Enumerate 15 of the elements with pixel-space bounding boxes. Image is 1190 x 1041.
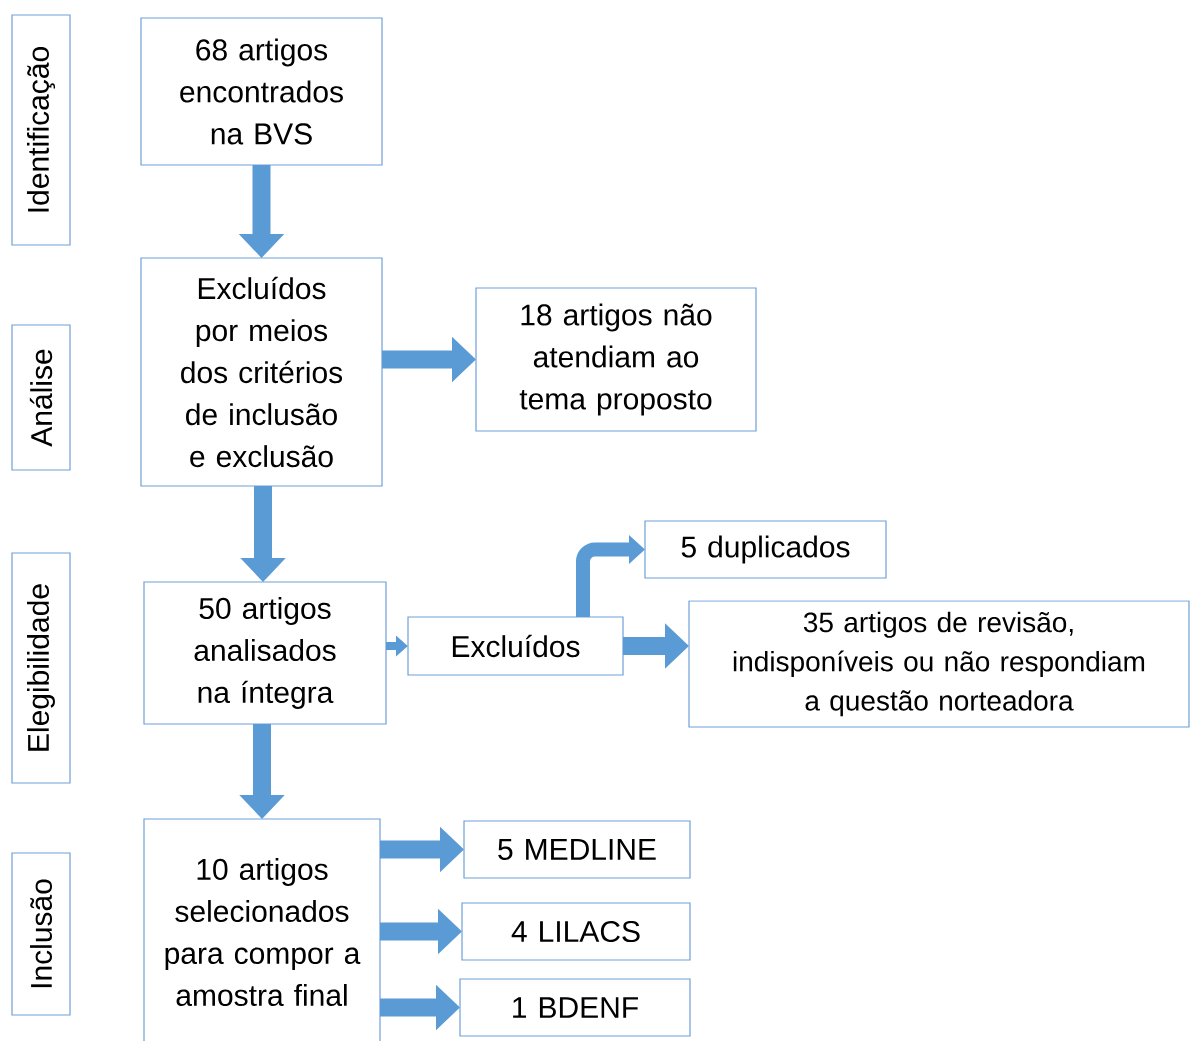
process-box: 50 artigos analisados na íntegra — [143, 581, 387, 725]
stage-label-box: Análise — [11, 324, 71, 471]
stage-label-box: Elegibilidade — [11, 552, 71, 784]
process-box: 1 BDENF — [459, 978, 691, 1037]
stage-label-box: Identificação — [11, 14, 71, 246]
process-box: 5 MEDLINE — [463, 820, 691, 879]
process-box: 5 duplicados — [644, 520, 887, 579]
process-box: 18 artigos não atendiam ao tema proposto — [475, 287, 757, 432]
process-box: 68 artigos encontrados na BVS — [140, 17, 383, 166]
process-box: 10 artigos selecionados para compor a amostra final — [143, 818, 381, 1041]
process-box: Excluídos por meios dos critérios de inclusão e exclusão — [140, 257, 383, 487]
process-box: Excluídos — [407, 616, 624, 676]
stage-label-box: Inclusão — [11, 852, 71, 1016]
process-box: 4 LILACS — [461, 902, 691, 961]
process-box: 35 artigos de revisão, indisponíveis ou não respondiam a questão norteadora — [688, 600, 1190, 728]
